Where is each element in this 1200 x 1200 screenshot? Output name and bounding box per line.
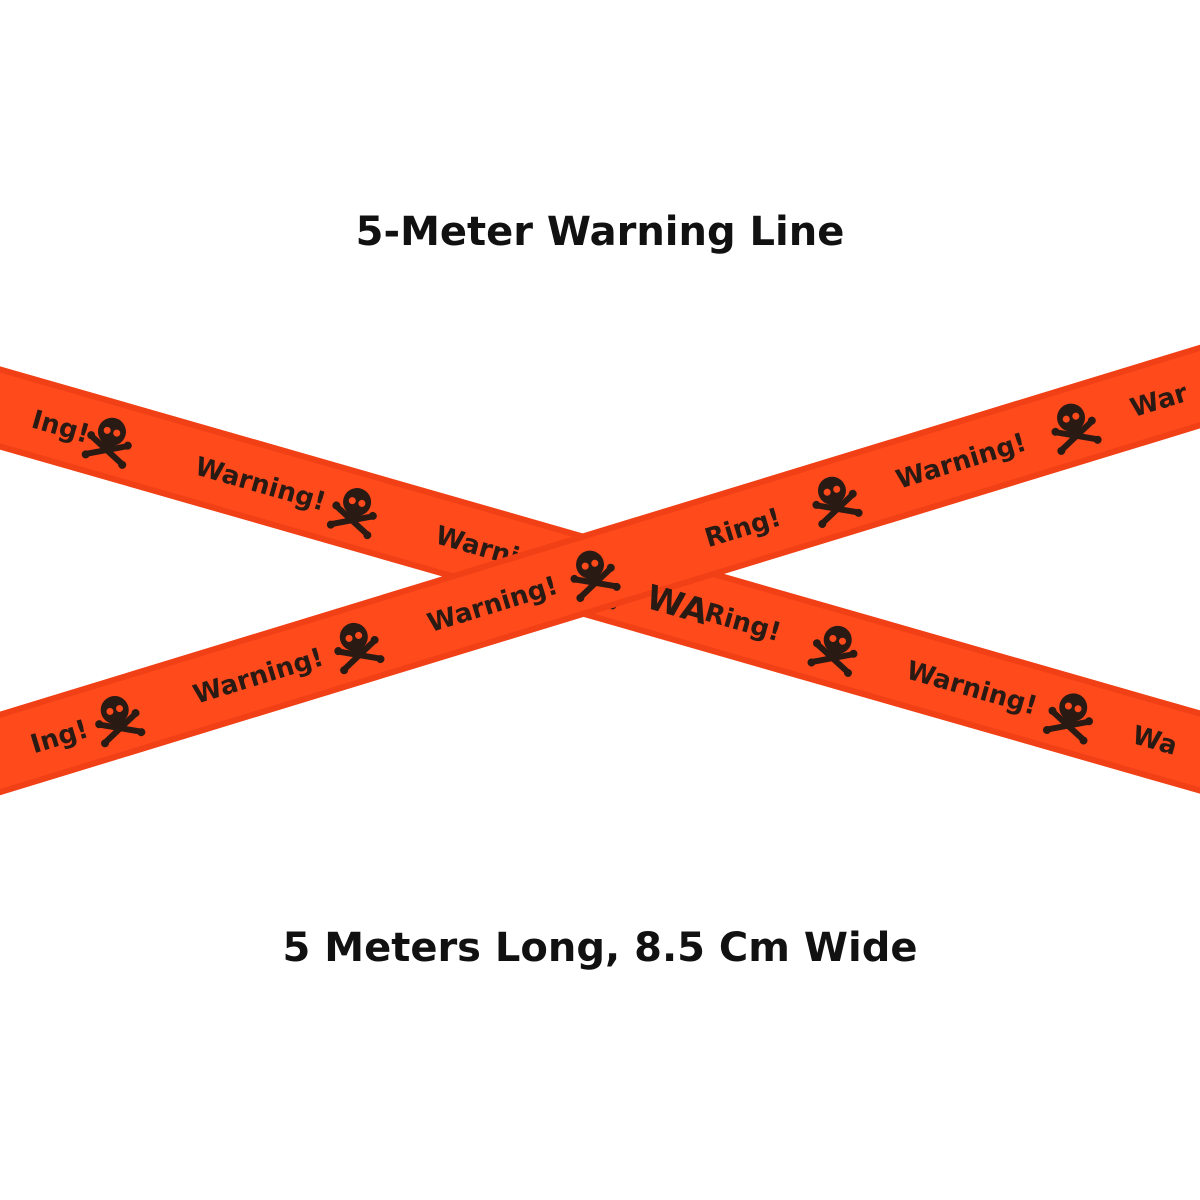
page-subtitle: 5 Meters Long, 8.5 Cm Wide xyxy=(282,925,918,971)
page-title: 5-Meter Warning Line xyxy=(355,209,845,255)
tape-ascending: Ing! Warning! Warning! Ring! Warning! Wa… xyxy=(0,321,1200,819)
